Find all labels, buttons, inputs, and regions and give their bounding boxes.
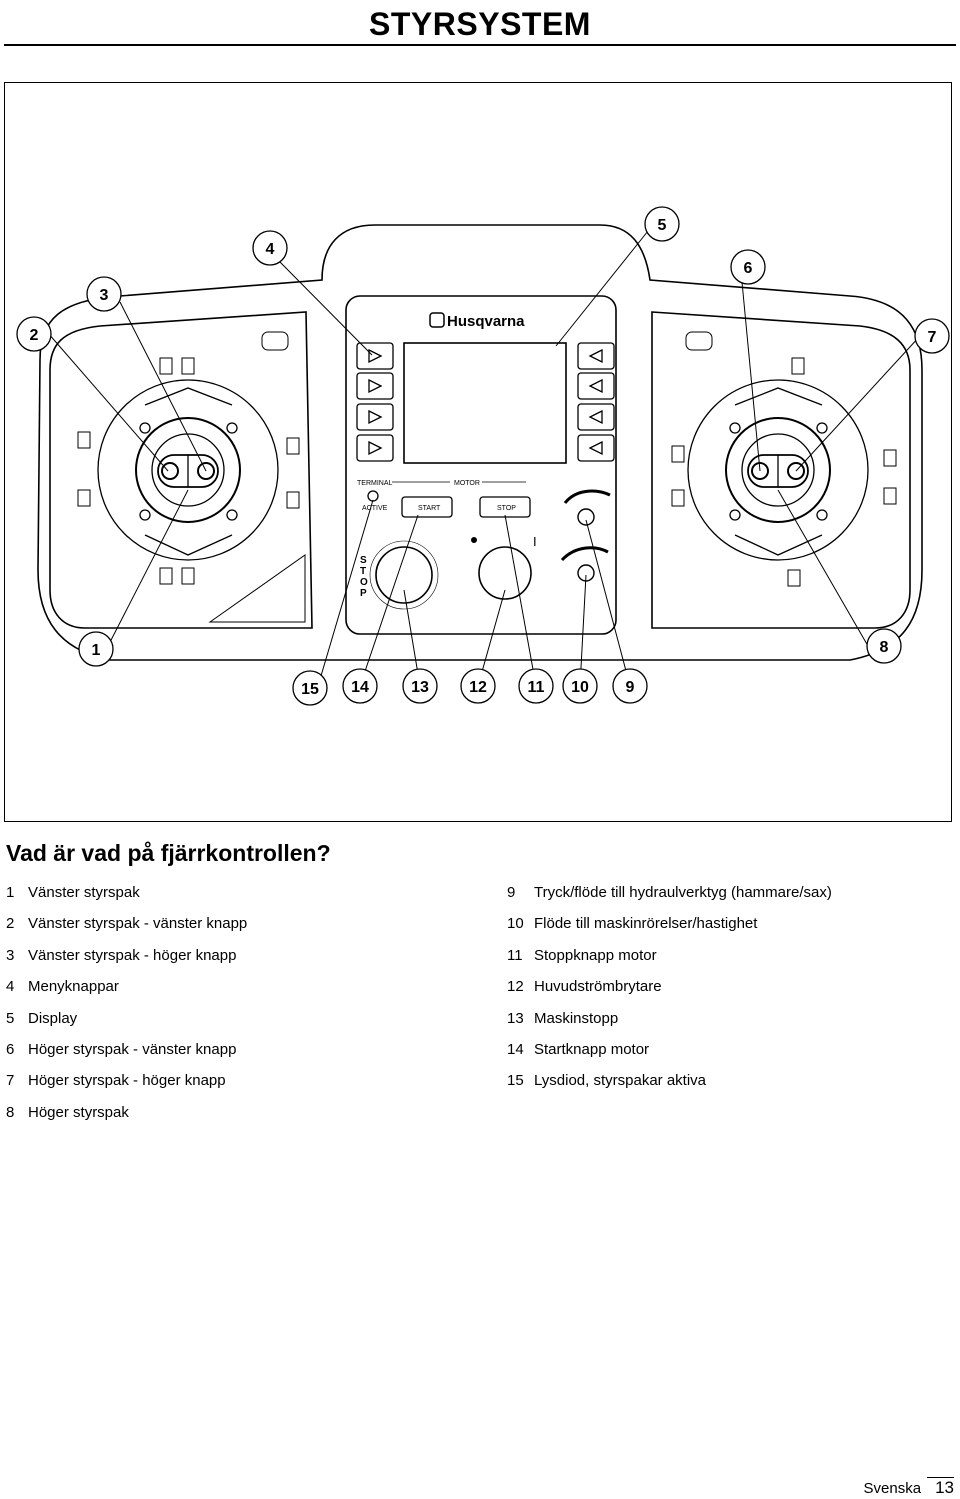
main-switch-knob bbox=[478, 546, 532, 600]
callout-8: 8 bbox=[866, 628, 902, 664]
menu-buttons-left bbox=[356, 342, 394, 462]
callout-2: 2 bbox=[16, 316, 52, 352]
callout-14: 14 bbox=[342, 668, 378, 704]
leader-lines bbox=[47, 225, 921, 687]
right-joystick-right-button bbox=[787, 462, 805, 480]
callout-10: 10 bbox=[562, 668, 598, 704]
center-panel bbox=[345, 295, 617, 635]
svg-text:11: 11 bbox=[528, 679, 545, 696]
title-rule bbox=[4, 44, 956, 46]
left-joystick-right-button bbox=[197, 462, 215, 480]
start-label: START bbox=[418, 505, 441, 512]
callout-11: 11 bbox=[518, 668, 554, 704]
stop-label: STOP bbox=[497, 505, 516, 512]
svg-text:8: 8 bbox=[880, 639, 889, 656]
svg-text:14: 14 bbox=[351, 679, 369, 696]
figure-frame bbox=[4, 82, 952, 822]
svg-text:9: 9 bbox=[626, 679, 635, 696]
motor-label: MOTOR bbox=[454, 480, 480, 487]
footer-language: Svenska bbox=[863, 1480, 922, 1497]
stop-letter-s: S bbox=[360, 555, 367, 566]
menu-buttons-right bbox=[577, 342, 615, 462]
hydraulic-flow-dial bbox=[577, 508, 595, 526]
page-footer: Svenska 13 bbox=[863, 1477, 954, 1498]
terminal-label: TERMINAL bbox=[357, 480, 393, 487]
switch-on-mark: I bbox=[533, 534, 537, 549]
remote-housing bbox=[37, 224, 923, 661]
remote-control-diagram: Husqvarna TERMINAL MOTOR ACTIVE START ST… bbox=[16, 206, 950, 706]
callout-4: 4 bbox=[252, 230, 288, 266]
left-wing-panel bbox=[49, 311, 313, 629]
svg-text:5: 5 bbox=[658, 217, 667, 234]
right-joystick bbox=[687, 379, 869, 561]
stop-letter-p: P bbox=[360, 588, 367, 599]
brand-text: Husqvarna bbox=[447, 313, 525, 330]
svg-text:12: 12 bbox=[469, 679, 487, 696]
svg-text:15: 15 bbox=[301, 681, 319, 698]
callout-3: 3 bbox=[86, 276, 122, 312]
callout-15: 15 bbox=[292, 670, 328, 706]
active-led bbox=[367, 490, 379, 502]
svg-text:13: 13 bbox=[411, 679, 429, 696]
function-icons bbox=[77, 331, 897, 623]
callout-7: 7 bbox=[914, 318, 950, 354]
svg-text:6: 6 bbox=[744, 260, 753, 277]
stop-letter-t: T bbox=[360, 566, 366, 577]
callout-5: 5 bbox=[644, 206, 680, 242]
machine-stop-knob bbox=[375, 546, 433, 604]
svg-text:1: 1 bbox=[92, 642, 101, 659]
callout-9: 9 bbox=[612, 668, 648, 704]
active-label: ACTIVE bbox=[362, 505, 388, 512]
section-heading: Vad är vad på fjärrkontrollen? bbox=[6, 840, 331, 866]
page-number: 13 bbox=[927, 1477, 954, 1497]
svg-text:4: 4 bbox=[266, 241, 275, 258]
page-title: STYRSYSTEM bbox=[369, 6, 591, 42]
right-wing-panel bbox=[651, 311, 911, 629]
left-joystick-left-button bbox=[161, 462, 179, 480]
start-button bbox=[401, 496, 453, 518]
display-screen bbox=[403, 342, 567, 464]
svg-text:7: 7 bbox=[928, 329, 937, 346]
callout-6: 6 bbox=[730, 249, 766, 285]
callouts: 1 2 3 4 5 6 7 8 9 10 11 12 13 14 15 bbox=[16, 206, 950, 706]
callout-12: 12 bbox=[460, 668, 496, 704]
stop-letter-o: O bbox=[360, 577, 368, 588]
husqvarna-logo: Husqvarna bbox=[429, 312, 525, 330]
svg-text:2: 2 bbox=[30, 327, 39, 344]
callout-1: 1 bbox=[78, 631, 114, 667]
callout-13: 13 bbox=[402, 668, 438, 704]
left-joystick bbox=[97, 379, 279, 561]
svg-text:3: 3 bbox=[100, 287, 109, 304]
right-joystick-left-button bbox=[751, 462, 769, 480]
svg-text:10: 10 bbox=[571, 679, 589, 696]
